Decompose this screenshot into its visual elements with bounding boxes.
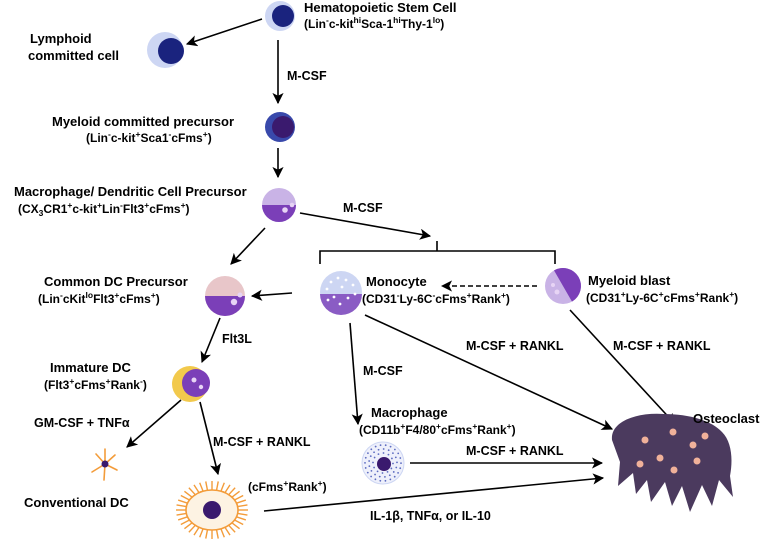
conventional-dc-name: Conventional DC bbox=[24, 495, 129, 510]
cdp-cell-icon bbox=[205, 276, 245, 316]
lymphoid-name-line1: Lymphoid bbox=[30, 31, 92, 46]
myeloid-precursor-marker: (Lin-​c-kit+​Sca1-​cFms+​) bbox=[86, 129, 212, 145]
arrow-cdp-to-immature bbox=[200, 317, 221, 364]
myeloid-precursor-cell-icon bbox=[265, 112, 295, 142]
mdp-marker: (CX3​CR1+​c-kit+​Lin-​Flt3+​cFms+​) bbox=[18, 200, 190, 218]
lymphoid-cell-icon bbox=[147, 32, 184, 68]
monocyte-cell-icon bbox=[320, 271, 362, 315]
arrow-activated-to-osteoclast bbox=[263, 473, 605, 512]
osteoclast-cell-icon bbox=[611, 413, 733, 512]
arrow-monocyte-to-osteoclast bbox=[364, 314, 614, 430]
cdp-name: Common DC Precursor bbox=[44, 274, 188, 289]
arrow-monocyte-to-macrophage bbox=[349, 322, 363, 426]
label-blast-to-osteoclast: M-CSF + RANKL bbox=[613, 339, 711, 353]
arrow-mdp-to-cdp bbox=[230, 227, 266, 265]
label-hsc-to-myeloid: M-CSF bbox=[287, 69, 327, 83]
label-monocyte-to-macrophage: M-CSF bbox=[363, 364, 403, 378]
activated-dc-cell-icon bbox=[176, 481, 248, 539]
label-immature-to-activated: M-CSF + RANKL bbox=[213, 435, 311, 449]
myeloid-blast-cell-icon bbox=[545, 268, 581, 304]
macrophage-marker: (CD11b+​F4/80+​cFms+​Rank+​) bbox=[359, 421, 516, 437]
osteoclast-name: Osteoclast bbox=[693, 411, 760, 426]
arrow-immature-to-activated bbox=[199, 401, 221, 476]
label-cdp-to-immature: Flt3L bbox=[222, 332, 252, 346]
lymphoid-name-line2: committed cell bbox=[28, 48, 119, 63]
macrophage-name: Macrophage bbox=[371, 405, 448, 420]
branch-bracket bbox=[319, 241, 556, 264]
hsc-name: Hematopoietic Stem Cell bbox=[304, 0, 456, 15]
immature-dc-name: Immature DC bbox=[50, 360, 132, 375]
myeloid-blast-marker: (CD31+​Ly-6C+​cFms+​Rank+​) bbox=[586, 289, 738, 305]
mdp-cell-icon bbox=[262, 188, 296, 222]
immature-dc-marker: (Flt3+​cFms+​Rank-​) bbox=[44, 376, 147, 392]
arrow-monocyte-to-cdp bbox=[250, 289, 293, 301]
myeloid-precursor-name: Myeloid committed precursor bbox=[52, 114, 234, 129]
connectors bbox=[126, 18, 676, 512]
myeloid-blast-name: Myeloid blast bbox=[588, 273, 671, 288]
macrophage-cell-icon bbox=[361, 441, 405, 485]
label-monocyte-to-osteoclast: M-CSF + RANKL bbox=[466, 339, 564, 353]
hsc-cell-icon bbox=[265, 1, 295, 31]
mdp-name: Macrophage/ Dendritic Cell Precursor bbox=[14, 184, 247, 199]
activated-dc-marker: (cFms+​Rank+​) bbox=[248, 478, 327, 494]
monocyte-name: Monocyte bbox=[366, 274, 427, 289]
arrow-blast-to-osteoclast bbox=[569, 309, 676, 425]
label-activated-to-osteoclast: IL-1β, TNFα, or IL-10 bbox=[370, 509, 491, 523]
label-mdp-to-branch: M-CSF bbox=[343, 201, 383, 215]
conventional-dc-cell-icon bbox=[91, 448, 118, 481]
arrow-mdp-to-branch bbox=[299, 212, 432, 240]
hsc-marker: (Lin-​c-kithi​Sca-1hi​Thy-1lo​) bbox=[304, 15, 444, 31]
label-immature-to-conventional: GM-CSF + TNFα bbox=[34, 416, 130, 430]
arrow-immature-to-conventional bbox=[126, 399, 182, 448]
label-macrophage-to-osteoclast: M-CSF + RANKL bbox=[466, 444, 564, 458]
immature-dc-cell-icon bbox=[172, 366, 210, 402]
cdp-marker: (Lin-​cKitlo​Flt3+​cFms+​) bbox=[38, 290, 160, 306]
arrow-hsc-to-lymphoid bbox=[185, 18, 263, 47]
monocyte-marker: (CD31-​Ly-6C-​cFms+​Rank+​) bbox=[362, 290, 510, 306]
